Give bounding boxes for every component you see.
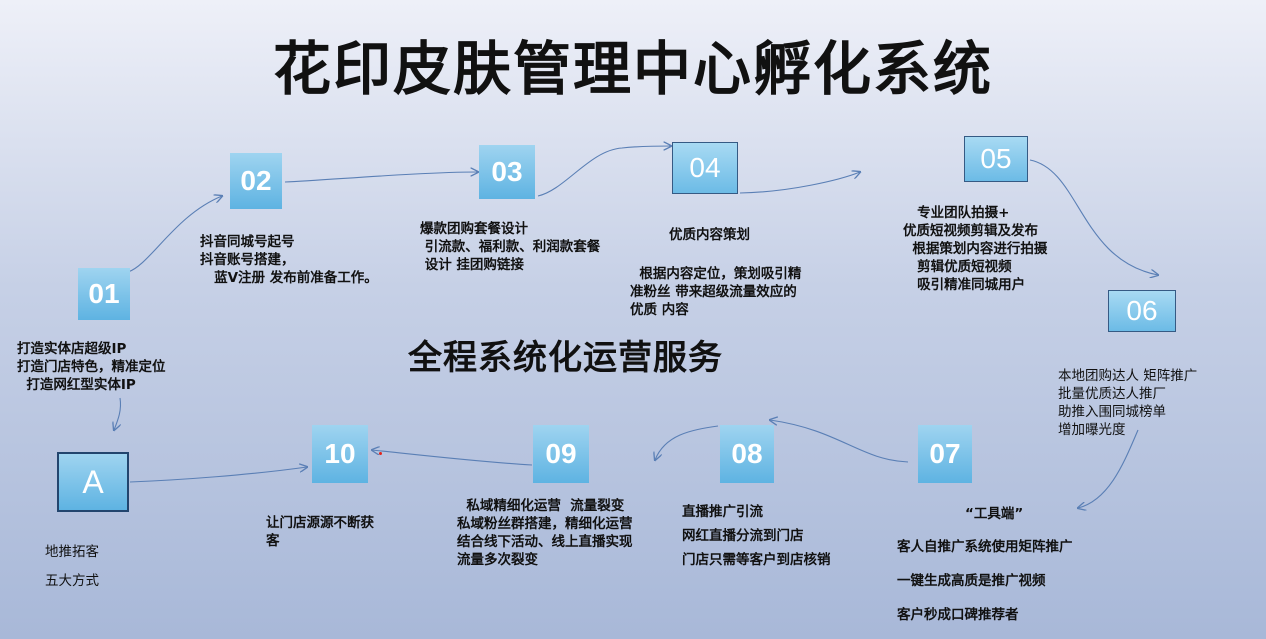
step-02-text: 抖音同城号起号 抖音账号搭建， 蓝V注册 发布前准备工作。 [200, 234, 378, 286]
step-05-text: 专业团队拍摄+ 优质短视频剪辑及发布 根据策划内容进行拍摄 剪辑优质短视频 吸引… [903, 205, 1048, 293]
arrow-09-10 [372, 450, 533, 466]
step-08-box: 08 [720, 425, 774, 483]
step-04-text: 优质内容策划 [669, 227, 750, 243]
step-09-box: 09 [533, 425, 589, 483]
page-title: 花印皮肤管理中心孵化系统 [272, 35, 993, 103]
arrow-A-10 [129, 467, 307, 483]
step-04-box: 04 [672, 142, 738, 194]
arrow-06-07 [1078, 429, 1139, 508]
arrow-04-05 [739, 172, 860, 194]
step-03-box: 03 [479, 145, 535, 199]
step-06-text: 本地团购达人 矩阵推广 批量优质达人推厂 助推入围同城榜单 增加曝光度 [1058, 368, 1198, 438]
step-07-line2: 一键生成高质是推广视频 [897, 573, 1046, 589]
arrow-03-04 [537, 146, 671, 197]
step-07-line1: 客人自推广系统使用矩阵推广 [897, 539, 1073, 555]
step-09-text: 私域精细化运营 流量裂变 私域粉丝群搭建，精细化运营 结合线下活动、线上直播实现… [457, 498, 633, 568]
arrow-02-03 [284, 172, 478, 183]
arrow-01-A [114, 397, 122, 430]
step-07-box: 07 [918, 425, 972, 483]
arrow-08-09 [655, 425, 719, 460]
step-A-text: 地推拓客 [45, 544, 99, 560]
step-A-text2: 五大方式 [45, 573, 99, 589]
step-02-box: 02 [230, 153, 282, 209]
red-dot [379, 452, 382, 455]
step-06-box: 06 [1108, 290, 1176, 332]
arrow-01-02 [127, 196, 222, 273]
step-10-box: 10 [312, 425, 368, 483]
step-10-text: 让门店源源不断获 客 [266, 515, 374, 549]
subtitle: 全程系统化运营服务 [408, 338, 723, 378]
step-05-box: 05 [964, 136, 1028, 182]
step-08-text: 直播推广引流 网红直播分流到门店 门店只需等客户到店核销 [682, 504, 831, 568]
step-01-box: 01 [78, 268, 130, 320]
step-01-text: 打造实体店超级IP 打造门店特色，精准定位 打造网红型实体IP [17, 341, 166, 393]
step-03-text: 爆款团购套餐设计 引流款、福利款、利润款套餐 设计 挂团购链接 [420, 221, 601, 273]
step-07-title: “工具端” [965, 506, 1024, 522]
step-07-line3: 客户秒成口碑推荐者 [897, 607, 1019, 623]
step-04-text2: 根据内容定位，策划吸引精 准粉丝 带来超级流量效应的 优质 内容 [630, 266, 802, 318]
arrow-07-08 [770, 420, 909, 463]
arrow-05-06 [1029, 159, 1158, 275]
step-A-box: A [57, 452, 129, 512]
